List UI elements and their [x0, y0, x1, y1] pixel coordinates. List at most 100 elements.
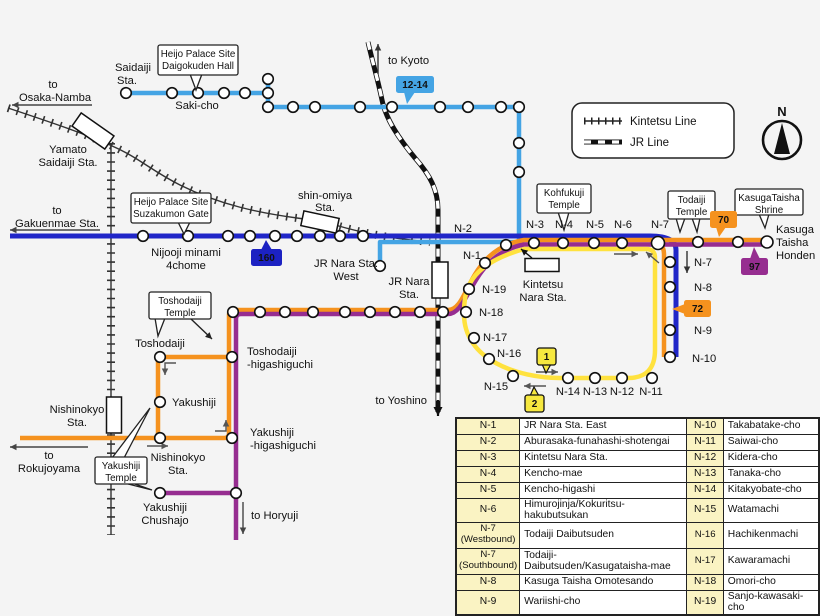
map-label: Chushajo	[141, 515, 188, 527]
callout-todaiji-label: Temple	[676, 207, 708, 218]
map-label: N-9	[694, 325, 712, 337]
station-dot	[333, 229, 347, 243]
station-dot	[731, 235, 745, 249]
station-dot	[459, 305, 473, 319]
stop-name-cell: Tanaka-cho	[722, 465, 820, 483]
badge-97-pointer	[750, 247, 760, 259]
station-dot	[663, 350, 677, 364]
badge-160	[251, 249, 282, 266]
map-label: N-12	[610, 386, 634, 398]
legend-label: JR Line	[630, 137, 669, 149]
stop-number-cell: N-5	[455, 481, 521, 499]
map-label: Saki-cho	[175, 100, 219, 112]
map-label: Sta.	[67, 417, 87, 429]
badge-70	[710, 211, 737, 228]
stop-name-cell: Kasuga Taisha Omotesando	[519, 573, 688, 591]
stop-name-cell: Kidera-cho	[722, 449, 820, 467]
station-dot	[261, 86, 275, 100]
station-dot	[588, 371, 602, 385]
station-dot	[165, 86, 179, 100]
station-dot	[663, 280, 677, 294]
map-label: Yamato	[49, 144, 87, 156]
stop-name-cell: Saiwai-cho	[722, 433, 820, 451]
callout-suzakumon-label: Heijo Palace Site	[134, 197, 209, 208]
callout-daigokuden-label: Daigokuden Hall	[162, 61, 234, 72]
callout-toshodaiji-label: Toshodaiji	[158, 296, 202, 307]
map-label: West	[333, 271, 359, 283]
callout-kohfukuji-label: Temple	[548, 200, 580, 211]
callout-kohfukuji	[536, 183, 592, 214]
station-dot	[512, 100, 526, 114]
stop-name-cell: Sanjo-kawasaki-cho	[722, 589, 820, 616]
arrowhead	[10, 226, 17, 234]
station-dot	[308, 100, 322, 114]
map-label: Nijooji minami	[151, 247, 221, 259]
station-dot	[512, 136, 526, 150]
stop-number-cell: N-8	[455, 573, 521, 591]
map-label: Rokujoyama	[18, 463, 81, 475]
arrowhead	[631, 250, 638, 258]
stop-name-cell: Kawaramachi	[722, 547, 820, 575]
station-dot	[462, 282, 476, 296]
yamato-saidaiji-station-box	[70, 111, 116, 151]
map-label: Sta.	[117, 75, 137, 87]
stop-name-cell: Todaiji Daibutsuden	[519, 521, 688, 549]
stop-name-cell: Omori-cho	[722, 573, 820, 591]
callout-kohfukuji-label: Kohfukuji	[544, 188, 584, 199]
stop-number-cell: N-2	[455, 433, 521, 451]
stop-number-cell: N-11	[686, 433, 724, 451]
badge-loop-2-label: 2	[532, 399, 538, 410]
arrowhead	[239, 527, 247, 534]
jr-nara-station-box	[431, 261, 449, 299]
compass-n-label: N	[777, 104, 786, 119]
station-dot	[238, 86, 252, 100]
station-dot	[645, 371, 659, 385]
station-dot	[433, 100, 447, 114]
station-dot	[225, 350, 239, 364]
station-dot	[461, 100, 475, 114]
stop-number-cell: N-18	[686, 573, 724, 591]
callout-daigokuden-label: Heijo Palace Site	[161, 49, 236, 60]
map-label: Kasuga	[776, 224, 815, 236]
stop-name-cell: Takabatake-cho	[722, 417, 820, 435]
stop-name-cell: Kencho-mae	[519, 465, 688, 483]
station-dot	[478, 256, 492, 270]
callout-kasugataisha-label: KasugaTaisha	[738, 193, 800, 204]
station-dot	[153, 486, 167, 500]
map-label: to	[48, 79, 57, 91]
map-label: to Yoshino	[375, 395, 427, 407]
station-dot	[153, 350, 167, 364]
map-label: N-6	[614, 219, 632, 231]
station-dot	[413, 305, 427, 319]
station-dot	[153, 395, 167, 409]
arrowhead	[222, 420, 230, 427]
map-label: Toshodaiji	[135, 338, 185, 350]
station-dot	[243, 229, 257, 243]
station-dot	[561, 371, 575, 385]
jr-line-dash	[366, 41, 440, 412]
badge-97	[741, 258, 768, 275]
station-dot	[229, 486, 243, 500]
map-label: Sta.	[168, 465, 188, 477]
badge-loop-1	[536, 347, 557, 366]
map-label: Yakushiji	[250, 427, 294, 439]
station-dot	[278, 305, 292, 319]
map-label: Yakushiji	[143, 502, 187, 514]
map-label: JR Nara	[388, 276, 430, 288]
callout-yakushiji-label: Temple	[105, 473, 137, 484]
map-label: N-10	[692, 353, 716, 365]
station-dot	[356, 229, 370, 243]
callout-kasugataisha-label: Shrine	[755, 205, 784, 216]
map-label: to Kyoto	[388, 55, 429, 67]
stop-number-cell: N-17	[686, 547, 724, 575]
station-dot	[615, 371, 629, 385]
map-label: Taisha	[776, 237, 809, 249]
map-label: Saidaiji	[115, 62, 151, 74]
arrowhead	[551, 368, 558, 376]
badge-12-14-label: 12-14	[402, 80, 428, 91]
